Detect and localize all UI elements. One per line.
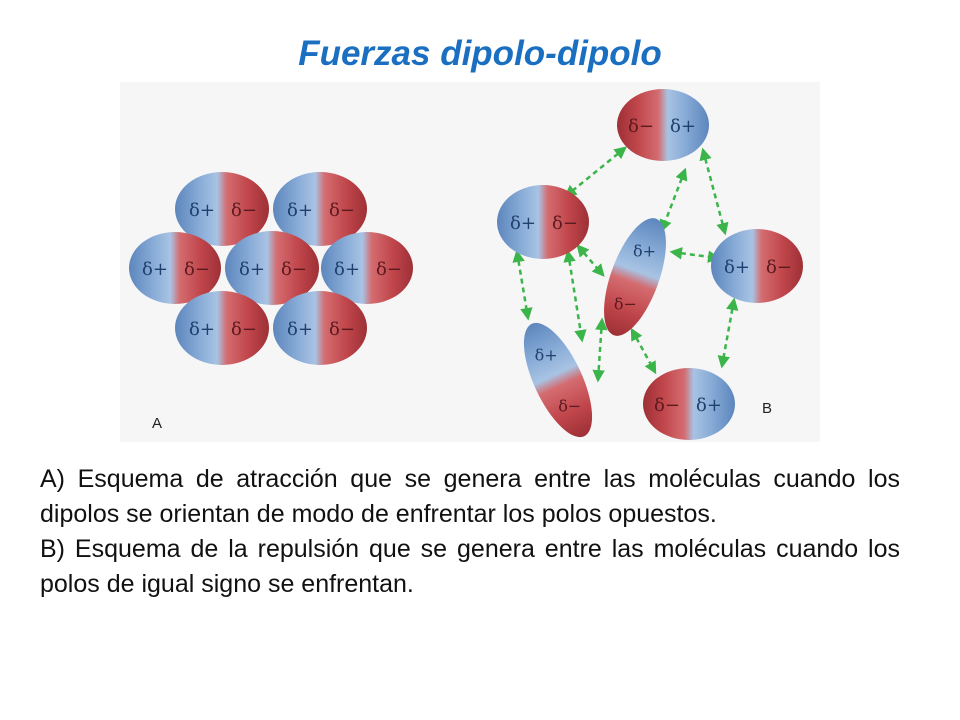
dipole-molecule: δ− δ+ [617,89,709,161]
svg-text:δ+: δ+ [334,259,360,280]
svg-text:δ−: δ− [552,213,578,234]
svg-text:δ−: δ− [329,200,355,221]
svg-text:δ−: δ− [231,200,257,221]
interaction-arrow [630,327,657,375]
panel-a-cluster: δ+ δ− δ+ δ− δ+ δ− δ+ δ− δ+ δ− δ+ δ− [129,172,413,365]
dipole-molecule: δ+ δ− [711,229,803,303]
svg-text:δ+: δ+ [670,116,696,137]
dipole-molecule: δ+ δ− [523,322,593,438]
interaction-arrow [659,167,688,233]
interaction-arrow [512,249,533,321]
interaction-arrow [563,249,587,343]
dipole-molecule: δ+ δ− [273,172,367,246]
svg-text:δ+: δ+ [510,213,536,234]
panel-label-b: B [762,400,772,417]
svg-text:δ+: δ+ [696,395,722,416]
caption-a: A) Esquema de atracción que se genera en… [40,465,900,528]
dipole-molecule: δ+ δ− [225,231,319,305]
svg-text:δ−: δ− [184,259,210,280]
svg-text:δ+: δ+ [142,259,168,280]
dipole-molecule: δ+ δ− [321,232,413,304]
svg-text:δ−: δ− [628,116,654,137]
dipole-molecule: δ+ δ− [175,172,269,246]
interaction-arrow [592,317,608,383]
svg-text:δ−: δ− [558,396,581,415]
dipole-molecule: δ+ δ− [129,232,221,304]
interaction-arrow [564,146,627,198]
interaction-arrow [576,244,605,277]
svg-text:δ−: δ− [614,294,637,313]
dipole-molecule: δ+ δ− [273,291,367,365]
caption: A) Esquema de atracción que se genera en… [40,462,900,602]
slide-title: Fuerzas dipolo-dipolo [298,34,662,73]
svg-text:δ+: δ+ [724,257,750,278]
dipole-molecule: δ− δ+ [643,368,735,440]
svg-text:δ+: δ+ [239,259,265,280]
dipole-molecule: δ− δ+ [604,218,666,336]
interaction-arrow [669,247,721,263]
svg-text:δ+: δ+ [535,346,558,365]
panel-label-a: A [152,415,162,432]
svg-text:δ−: δ− [376,259,402,280]
interaction-arrow [717,297,739,369]
interaction-arrow [699,147,729,236]
panel-b-interaction-arrows [512,146,739,383]
svg-text:δ+: δ+ [189,200,215,221]
svg-text:δ−: δ− [654,395,680,416]
svg-text:δ−: δ− [329,319,355,340]
svg-text:δ+: δ+ [287,200,313,221]
svg-text:δ−: δ− [281,259,307,280]
panel-b-molecules: δ− δ+ δ+ δ− δ− δ+ δ+ δ− δ+ δ− δ− δ+ [497,89,803,440]
caption-b: B) Esquema de la repulsión que se genera… [40,535,900,598]
svg-text:δ−: δ− [766,257,792,278]
dipole-molecule: δ+ δ− [175,291,269,365]
svg-text:δ+: δ+ [189,319,215,340]
svg-text:δ−: δ− [231,319,257,340]
svg-text:δ+: δ+ [633,242,656,261]
svg-text:δ+: δ+ [287,319,313,340]
dipole-molecule: δ+ δ− [497,185,589,259]
